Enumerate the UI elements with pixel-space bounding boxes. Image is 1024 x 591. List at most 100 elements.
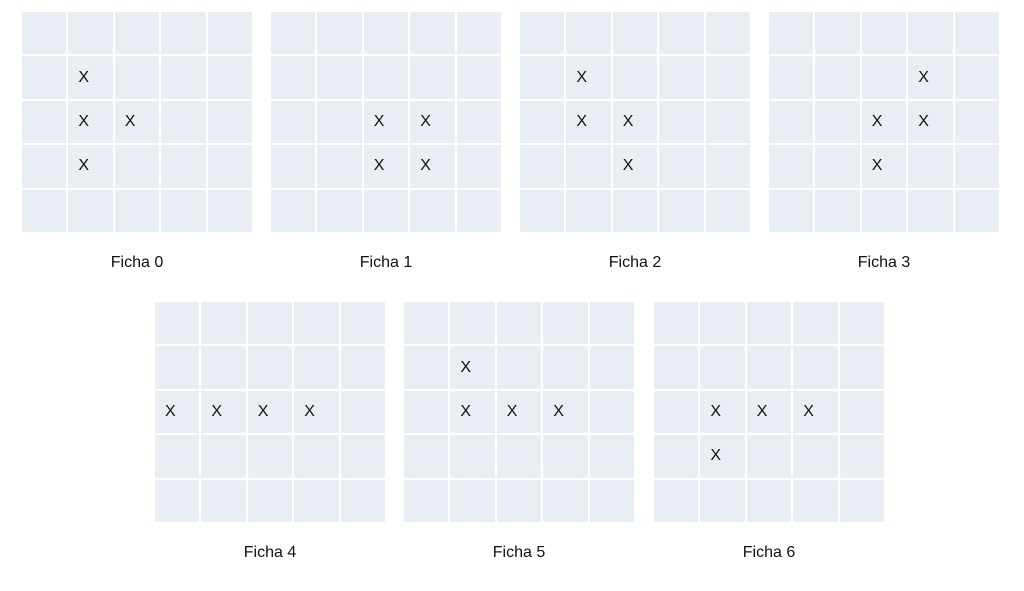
piece-label: Ficha 4 [243, 544, 297, 561]
grid-cell [161, 56, 206, 99]
grid-cell-marked: X [861, 145, 907, 188]
grid-cell [839, 302, 884, 345]
grid-cell-marked: X [700, 435, 745, 478]
grid-cell-marked: X [566, 100, 611, 144]
grid-cell [520, 100, 565, 144]
grid-cell [954, 12, 999, 55]
grid-cell [589, 435, 634, 478]
grid-cell [247, 346, 293, 389]
grid-cell [659, 189, 704, 232]
grid-cell [404, 435, 449, 478]
grid-cell [705, 145, 750, 188]
grid-cell [861, 56, 907, 99]
grid-cell [207, 189, 252, 232]
grid-cell [247, 435, 293, 478]
grid-cell [700, 302, 745, 345]
grid-cell [815, 56, 860, 99]
grid-cell [114, 145, 160, 188]
grid-cell [815, 12, 860, 55]
grid-cell [247, 302, 293, 345]
grid-cell-marked: X [68, 56, 113, 99]
grid-cell [705, 56, 750, 99]
grid-cell [815, 145, 860, 188]
grid-cell [294, 346, 339, 389]
grid-cell [161, 145, 206, 188]
grid-cell [456, 56, 501, 99]
grid-cell [839, 435, 884, 478]
grid-cell-marked: X [543, 390, 588, 434]
grid-cell [769, 12, 814, 55]
grid-cell [954, 189, 999, 232]
grid-cell [155, 479, 200, 522]
grid-cell [317, 189, 362, 232]
grid-cell [201, 435, 246, 478]
grid-cell [410, 189, 455, 232]
grid-cell [22, 189, 67, 232]
grid-cell-marked: X [450, 390, 495, 434]
grid-cell [456, 100, 501, 144]
grid-cell [705, 189, 750, 232]
grid-cell [612, 12, 658, 55]
piece-label: Ficha 3 [857, 254, 911, 271]
grid-cell-marked: X [410, 100, 455, 144]
grid-cell [317, 100, 362, 144]
grid-cell [954, 100, 999, 144]
grid-cell [520, 12, 565, 55]
grid-cell [450, 302, 495, 345]
grid-cell-marked: X [363, 100, 409, 144]
grid-cell [520, 145, 565, 188]
grid-cell [815, 189, 860, 232]
grid-cell [22, 12, 67, 55]
grid-cell [340, 302, 385, 345]
grid-cell [201, 479, 246, 522]
grid-cell [456, 189, 501, 232]
grid-cell-marked: X [247, 390, 293, 434]
grid-cell-marked: X [861, 100, 907, 144]
grid-cell-marked: X [700, 390, 745, 434]
grid-cell [68, 189, 113, 232]
grid-cell [769, 56, 814, 99]
grid-cell [271, 145, 316, 188]
grid-cell-marked: X [450, 346, 495, 389]
grid-cell [317, 56, 362, 99]
grid-cell [456, 12, 501, 55]
grid-cell [114, 189, 160, 232]
grid-cell [450, 435, 495, 478]
grid-cell [793, 346, 838, 389]
grid-cell [705, 100, 750, 144]
grid-cell [543, 346, 588, 389]
grid-cell [271, 12, 316, 55]
grid-cell [201, 346, 246, 389]
grid-cell [363, 189, 409, 232]
piece-label: Ficha 2 [608, 254, 662, 271]
grid-cell [456, 145, 501, 188]
grid-cell [566, 12, 611, 55]
grid-cell [22, 100, 67, 144]
grid-cell [68, 12, 113, 55]
grid-cell [654, 390, 699, 434]
grid-cell [793, 302, 838, 345]
grid-cell [705, 12, 750, 55]
grid-cell [654, 346, 699, 389]
piece-label: Ficha 1 [359, 254, 413, 271]
grid-cell [247, 479, 293, 522]
grid-cell [769, 100, 814, 144]
grid-cell [161, 12, 206, 55]
grid-cell [340, 479, 385, 522]
grid-cell [659, 145, 704, 188]
grid-cell [520, 189, 565, 232]
grid-cell [271, 100, 316, 144]
grid-cell-marked: X [114, 100, 160, 144]
grid-cell [404, 390, 449, 434]
grid-cell-marked: X [612, 145, 658, 188]
grid-cell [271, 56, 316, 99]
grid-cell [410, 56, 455, 99]
